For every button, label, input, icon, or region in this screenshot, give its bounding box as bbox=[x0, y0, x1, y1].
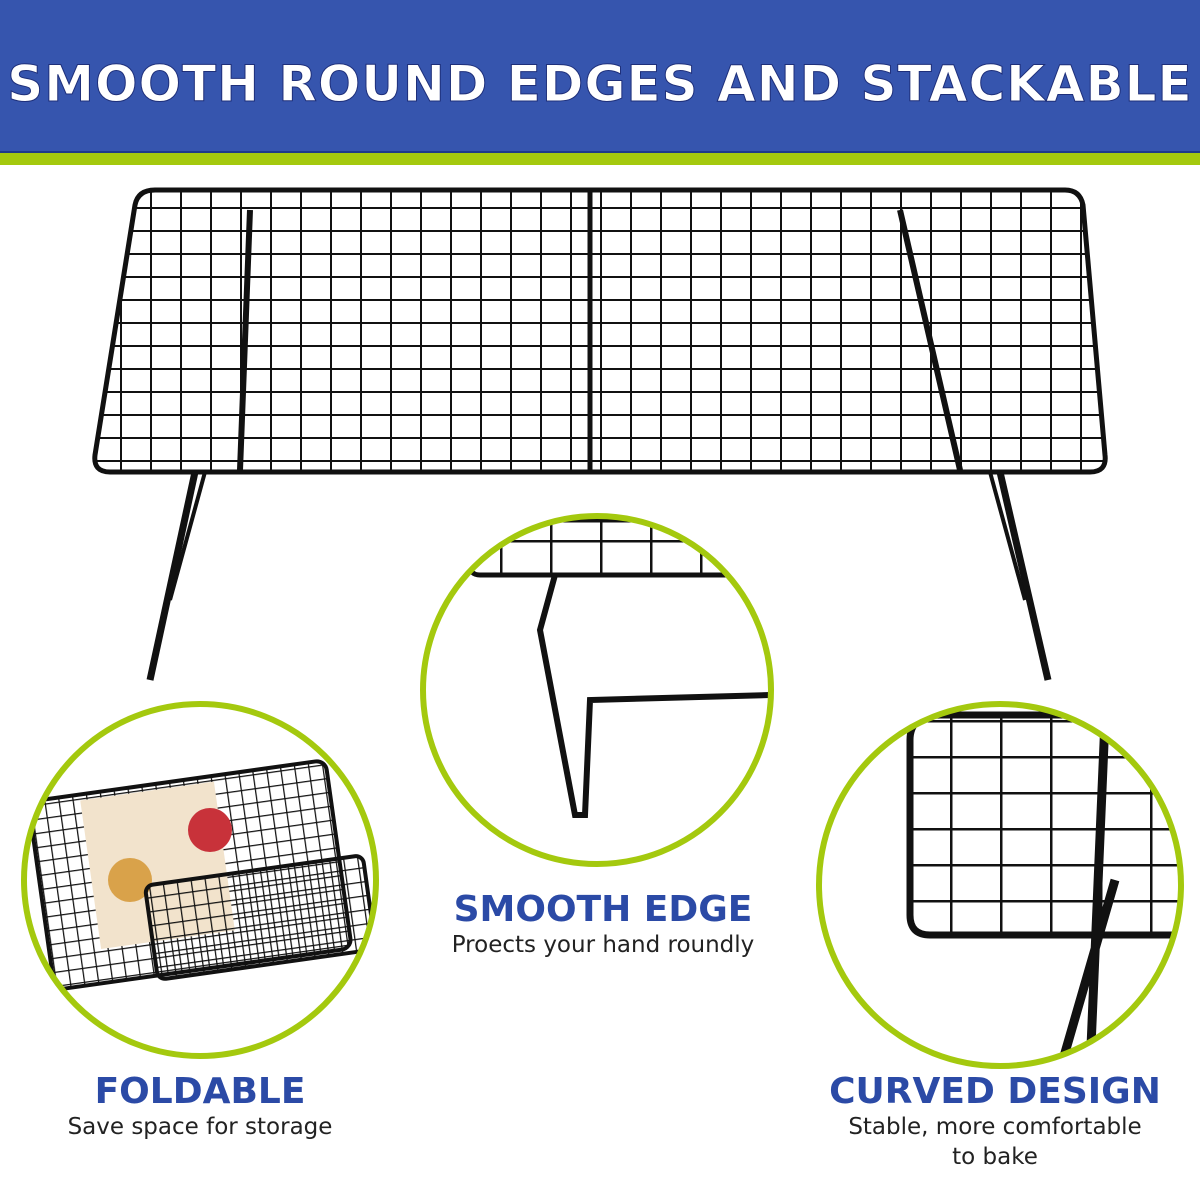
foldable-image-circle bbox=[21, 701, 379, 1059]
feature-title: FOLDABLE bbox=[94, 1071, 306, 1112]
smooth-edge-image-circle bbox=[420, 513, 774, 867]
header-banner: SMOOTH ROUND EDGES AND STACKABLE bbox=[0, 0, 1200, 153]
feature-subtitle: Save space for storage bbox=[67, 1114, 333, 1140]
feature-smooth-edge: SMOOTH EDGE Proects your hand roundly bbox=[403, 890, 803, 960]
feature-title: SMOOTH EDGE bbox=[453, 889, 753, 930]
curved-design-image-circle bbox=[816, 701, 1184, 1069]
feature-subtitle: Stable, more comfortable to bake bbox=[848, 1114, 1142, 1170]
main-cooling-rack bbox=[92, 187, 1108, 681]
feature-title: CURVED DESIGN bbox=[829, 1071, 1161, 1112]
feature-curved-design: CURVED DESIGN Stable, more comfortable t… bbox=[815, 1072, 1175, 1172]
accent-stripe bbox=[0, 153, 1200, 165]
feature-subtitle: Proects your hand roundly bbox=[451, 932, 755, 958]
feature-foldable: FOLDABLE Save space for storage bbox=[0, 1072, 400, 1142]
page-title: SMOOTH ROUND EDGES AND STACKABLE bbox=[7, 55, 1193, 114]
